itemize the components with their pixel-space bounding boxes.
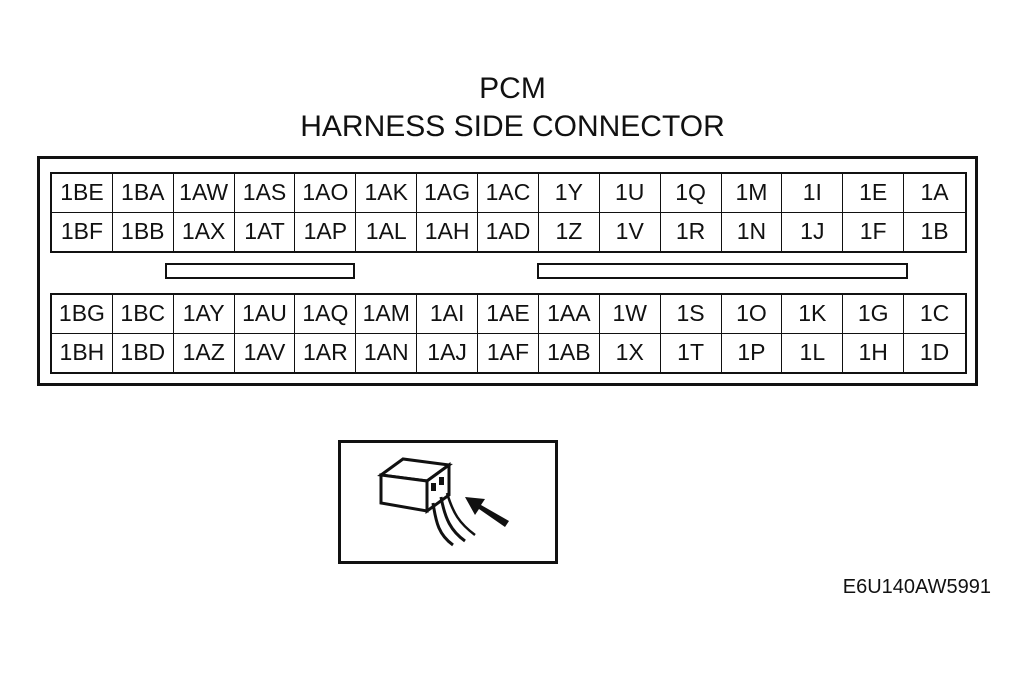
view-direction-box — [338, 440, 558, 564]
pin-cell: 1AV — [235, 333, 296, 372]
pin-cell: 1AS — [234, 174, 296, 213]
pin-cell: 1G — [843, 295, 905, 334]
pin-cell: 1BH — [52, 333, 113, 372]
pin-cell: 1AJ — [417, 333, 479, 372]
pin-cell: 1D — [919, 339, 950, 366]
pin-cell: 1AK — [356, 174, 418, 213]
pin-cell: 1T — [661, 333, 722, 372]
pin-cell: 1K — [782, 295, 844, 334]
pin-cell: 1AO — [295, 174, 357, 213]
pin-cell: 1BD — [113, 333, 174, 372]
pin-cell: 1AG — [417, 174, 479, 213]
pin-cell: 1AZ — [174, 333, 235, 372]
pin-cell: 1AW — [173, 174, 235, 213]
pin-cell: 1AH — [417, 212, 479, 251]
pin-cell: 1F — [843, 212, 905, 251]
pin-cell: 1W — [599, 295, 661, 334]
pin-cell: 1S — [660, 295, 722, 334]
pin-cell: 1H — [843, 333, 905, 372]
pin-cell: 1Z — [539, 212, 600, 251]
pin-cell: 1AE — [478, 295, 539, 334]
pin-cell: 1AD — [478, 212, 539, 251]
connector-key-right — [537, 263, 908, 279]
pin-cell: 1AR — [295, 333, 357, 372]
pin-cell: 1AQ — [295, 295, 357, 334]
pin-cell: 1BE — [52, 174, 113, 213]
pin-cell: 1L — [782, 333, 844, 372]
pin-cell: 1I — [782, 174, 844, 213]
pin-cell: 1R — [661, 212, 722, 251]
pin-cell: 1BF — [52, 212, 113, 251]
diagram-title: PCM — [479, 72, 546, 105]
pin-cell: 1U — [599, 174, 661, 213]
pin-cell: 1AA — [538, 295, 600, 334]
pin-cell: 1X — [600, 333, 661, 372]
diagram-subtitle: HARNESS SIDE CONNECTOR — [300, 110, 725, 143]
pin-cell: 1AN — [356, 333, 418, 372]
pin-cell: 1A — [904, 174, 965, 213]
pin-cell: 1J — [782, 212, 844, 251]
pin-cell: 1V — [600, 212, 661, 251]
pin-cell: 1M — [721, 174, 783, 213]
pin-cell: 1P — [722, 333, 783, 372]
pin-cell: 1BA — [112, 174, 174, 213]
pin-cell: 1BC — [112, 295, 174, 334]
pin-cell: 1AX — [174, 212, 235, 251]
pin-cell: 1Q — [660, 174, 722, 213]
connector-key-left — [165, 263, 355, 279]
pin-cell: 1E — [843, 174, 905, 213]
pin-cell: 1AB — [539, 333, 600, 372]
harness-side-view-icon — [377, 457, 509, 547]
pin-cell: 1BB — [113, 212, 174, 251]
pin-cell: 1AP — [295, 212, 357, 251]
pin-cell: 1O — [721, 295, 783, 334]
pin-cell: 1AL — [356, 212, 418, 251]
pin-cell: 1C — [904, 295, 965, 334]
pin-cell: 1AC — [478, 174, 539, 213]
pin-cell: 1AT — [235, 212, 296, 251]
pin-cell: 1AF — [478, 333, 539, 372]
pin-cell: 1B — [920, 218, 949, 245]
pin-cell: 1AY — [173, 295, 235, 334]
pin-cell: 1Y — [538, 174, 600, 213]
pin-cell: 1N — [722, 212, 783, 251]
pin-cell: 1AI — [417, 295, 479, 334]
pin-cell: 1AU — [234, 295, 296, 334]
figure-code: E6U140AW5991 — [842, 576, 991, 598]
pin-cell: 1AM — [356, 295, 418, 334]
pin-cell: 1BG — [52, 295, 113, 334]
